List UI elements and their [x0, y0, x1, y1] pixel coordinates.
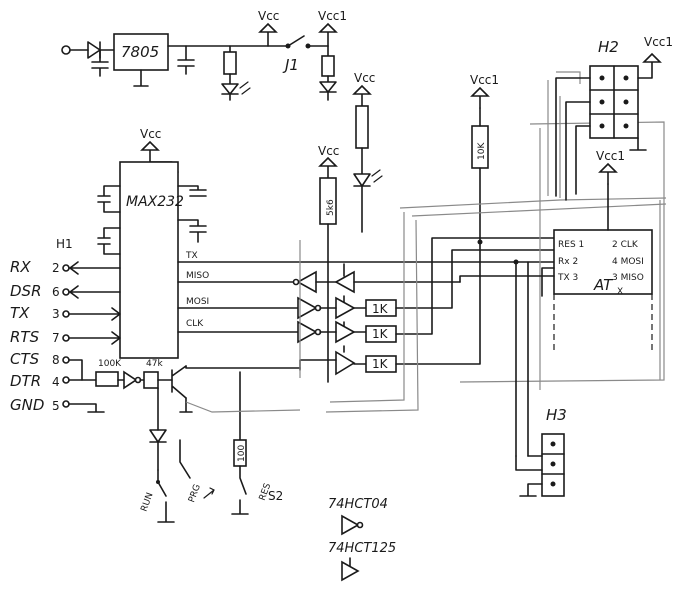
max-tx-label: TX	[185, 251, 198, 261]
vcc-label-led: Vcc	[354, 71, 375, 85]
atmel-label: AT	[593, 276, 614, 294]
h1-connector: H1 RX 2 DSR 6 TX 3 RTS 7 CTS 8 DTR 4 GND…	[10, 237, 121, 414]
r-1k-c-label: 1K	[372, 357, 389, 371]
r-1k-b-label: 1K	[372, 327, 389, 341]
max232-label: MAX232	[126, 194, 184, 210]
r-100-label: 100	[237, 445, 247, 462]
h1-pin-dsr-name: DSR	[10, 282, 42, 300]
buffer-section: 1K 1K 1K	[292, 237, 555, 376]
vcc-label-top: Vcc	[258, 9, 279, 23]
power-supply-section: 7805 Vcc J1 Vcc1	[61, 9, 347, 101]
max-clk-label: CLK	[186, 319, 204, 329]
r-47k-label: 47k	[146, 359, 163, 369]
r-5k6-label: 5k6	[326, 199, 336, 216]
h3-connector: H3	[515, 406, 567, 497]
vcc-label-max: Vcc	[140, 127, 161, 141]
at-pin-tx: TX 3	[557, 273, 578, 283]
legend: 74HCT04 74HCT125	[328, 497, 396, 582]
switch-prg-label: PRG	[187, 483, 203, 504]
prg-switch[interactable]	[179, 439, 191, 479]
h2-connector: H2 Vcc1	[555, 35, 673, 201]
pullup-5k6: Vcc 5k6	[318, 144, 339, 383]
h1-pin-gnd-name: GND	[10, 396, 44, 414]
regulator-7805	[113, 33, 169, 71]
switch-s2-label: S2	[268, 489, 283, 503]
dtr-drive-chain: 100K 47k	[95, 359, 301, 471]
regulator-label: 7805	[121, 43, 159, 61]
at-pin-mosi: 4 MOSI	[612, 257, 644, 267]
h1-pin-rx-num: 2	[52, 261, 60, 275]
pullup-10k: Vcc1 10K	[470, 73, 499, 245]
h1-pin-cts-num: 8	[52, 353, 60, 367]
led-resistor-psu	[223, 51, 237, 75]
h1-pin-tx-num: 3	[52, 307, 60, 321]
jumper-j1	[287, 35, 305, 47]
power-input-terminal	[61, 45, 71, 55]
legend-gate-a: 74HCT04	[328, 497, 388, 512]
h1-pin-dtr-num: 4	[52, 375, 60, 389]
at-pin-rx: Rx 2	[558, 257, 578, 267]
h2-label: H2	[598, 38, 619, 56]
h1-pin-dtr-name: DTR	[10, 372, 41, 390]
led-resistor	[355, 105, 369, 149]
h3-label: H3	[546, 406, 567, 424]
max232-block: Vcc MAX232 TX MISO MOSI CLK	[97, 127, 555, 359]
legend-gate-b: 74HCT125	[328, 541, 396, 556]
h1-pin-gnd-num: 5	[52, 399, 60, 413]
jumper-label: J1	[282, 56, 299, 74]
vcc1-label-10k: Vcc1	[470, 73, 499, 87]
h1-pin-rts-num: 7	[52, 331, 60, 345]
vcc-label-5k6: Vcc	[318, 144, 339, 158]
res-switch[interactable]	[239, 465, 247, 495]
vcc1-label-h2: Vcc1	[644, 35, 673, 49]
h1-pin-rx-name: RX	[10, 258, 31, 276]
h1-pin-dsr-num: 6	[52, 285, 60, 299]
atmel-mcu: RES 1 Rx 2 TX 3 2 CLK 4 MOSI 3 MISO AT X…	[459, 149, 653, 457]
vcc1-label-top: Vcc1	[318, 9, 347, 23]
h1-pin-rts-name: RTS	[10, 328, 40, 346]
vcc1-label-chip: Vcc1	[596, 149, 625, 163]
h1-label: H1	[56, 237, 73, 251]
at-pin-miso: 3 MISO	[612, 273, 644, 283]
status-led-branch: Vcc	[352, 71, 383, 233]
at-pin-clk: 2 CLK	[612, 240, 639, 250]
max-miso-label: MISO	[186, 271, 209, 281]
atmel-chip	[553, 229, 653, 295]
max-mosi-label: MOSI	[186, 297, 209, 307]
max232-chip	[119, 161, 179, 359]
input-diode	[87, 41, 101, 59]
h1-pin-cts-name: CTS	[10, 350, 40, 368]
r-1k-a-label: 1K	[372, 302, 389, 316]
r-100k-label: 100K	[98, 359, 122, 369]
h1-pin-tx-name: TX	[10, 304, 30, 322]
switch-run-label: RUN	[140, 491, 156, 513]
atmel-subscript: X	[617, 287, 623, 297]
at-pin-res: RES 1	[558, 240, 584, 250]
r-10k-label: 10K	[477, 142, 487, 160]
switches: RUN PRG 100 RES S2	[140, 371, 283, 523]
